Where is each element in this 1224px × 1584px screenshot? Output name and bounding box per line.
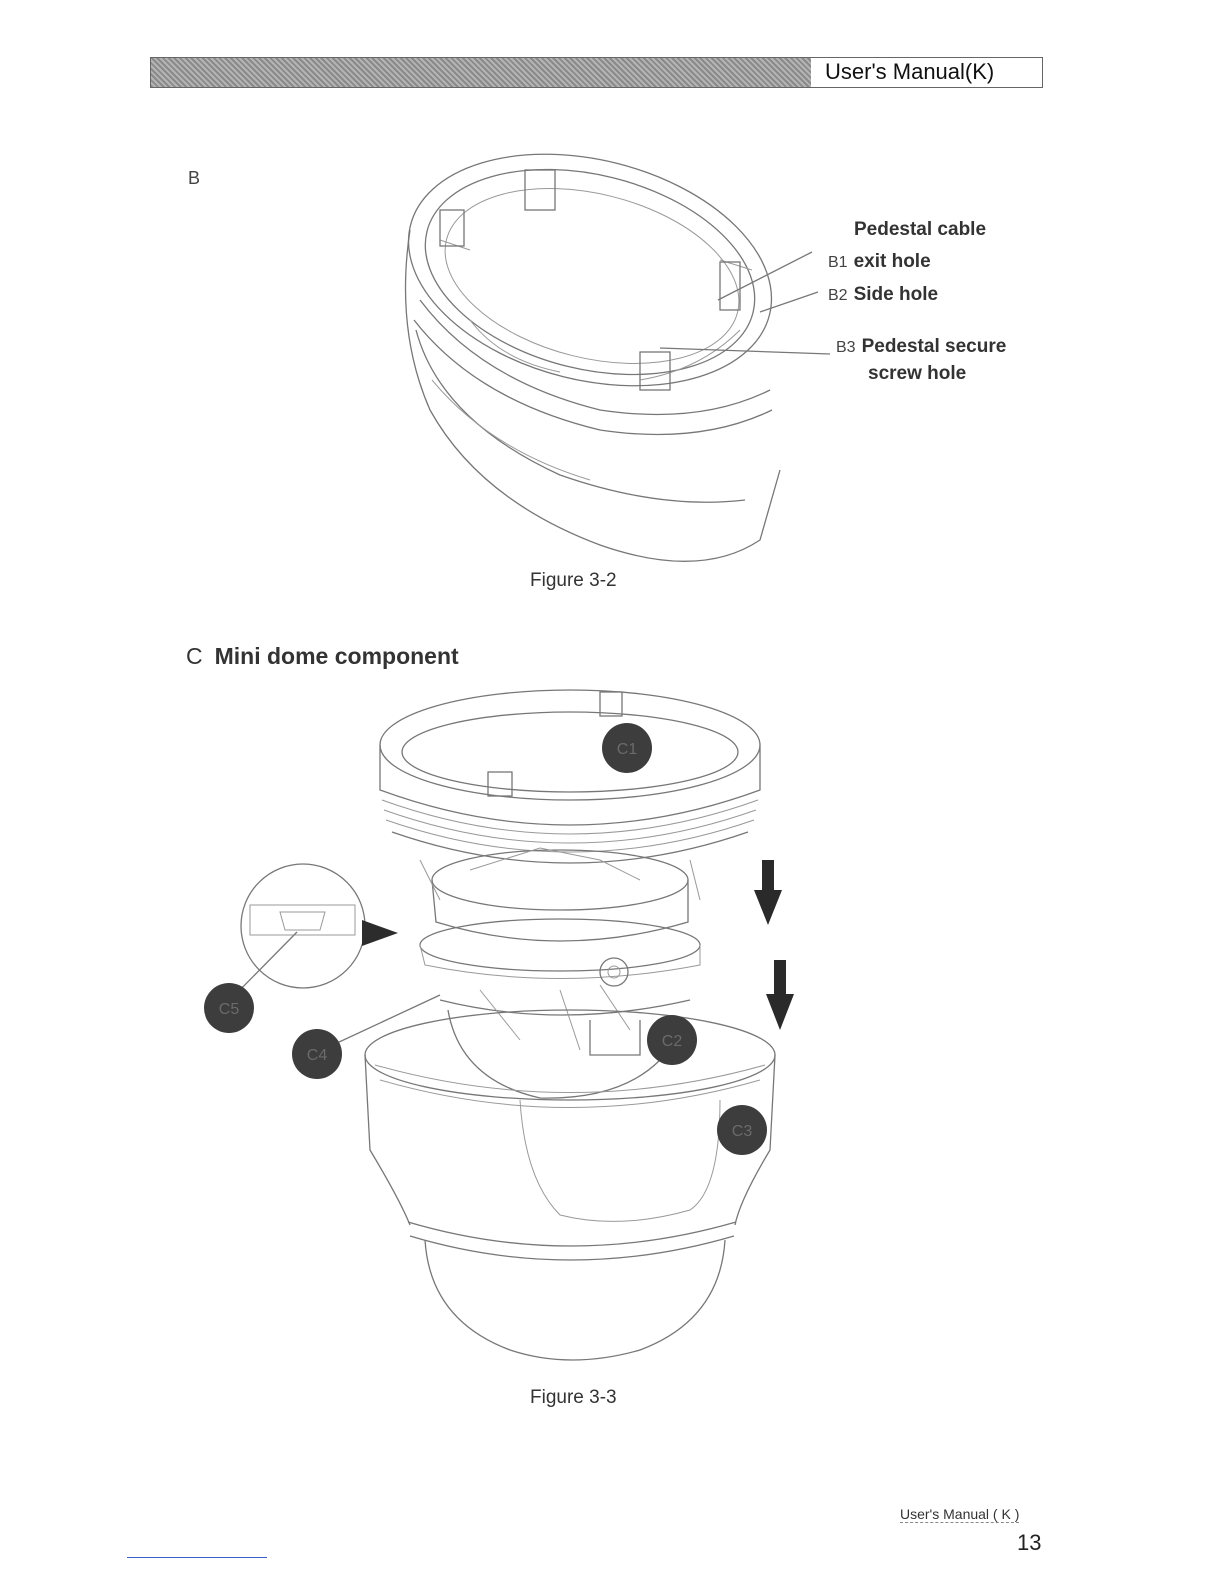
figure-3-3-caption: Figure 3-3: [530, 1387, 617, 1409]
marker-c2: C2: [647, 1015, 697, 1065]
figure-3-3-exploded-dome-drawing: C1 C2 C3 C4 C5: [0, 0, 1224, 1400]
marker-c3-label: C3: [732, 1123, 753, 1140]
marker-c5: C5: [204, 983, 254, 1033]
marker-c1: C1: [602, 723, 652, 773]
marker-c3: C3: [717, 1105, 767, 1155]
marker-c1-label: C1: [617, 741, 638, 758]
marker-c5-label: C5: [219, 1001, 240, 1018]
footnote-rule: [127, 1557, 267, 1558]
footer-label: User's Manual ( K ): [900, 1506, 1019, 1523]
marker-c2-label: C2: [662, 1033, 683, 1050]
page-number: 13: [1017, 1530, 1041, 1556]
marker-c4-label: C4: [307, 1047, 328, 1064]
marker-c4: C4: [292, 1029, 342, 1079]
